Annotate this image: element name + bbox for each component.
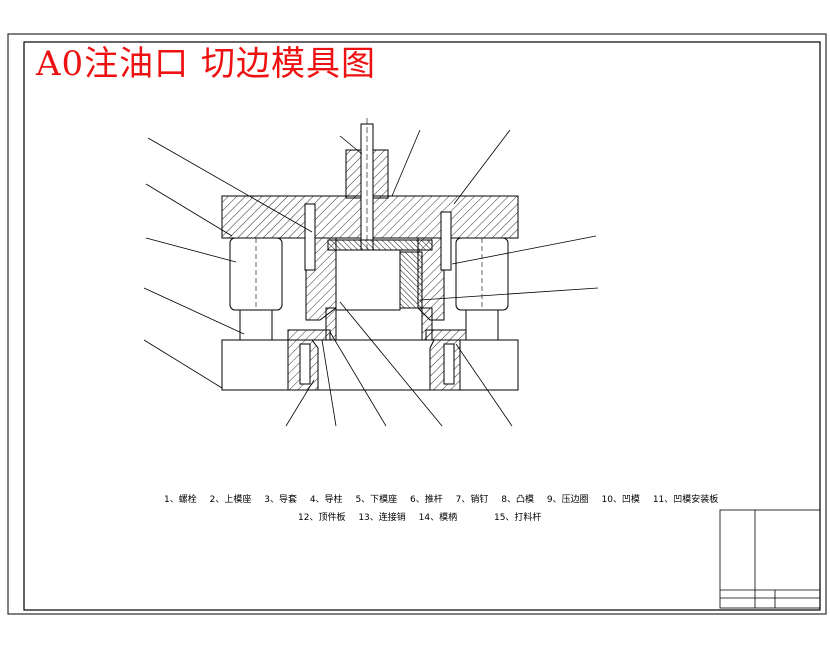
lower-die-insert xyxy=(325,307,433,341)
legend-item: 5、下模座 xyxy=(355,495,398,505)
legend-item: 13、连接销 xyxy=(358,513,406,523)
legend-item: 6、推杆 xyxy=(410,495,443,505)
legend-item: 7、销钉 xyxy=(455,495,489,505)
legend-item: 12、顶件板 xyxy=(298,513,346,523)
legend-item: 3、导套 xyxy=(264,495,297,505)
legend-row-2: 12、顶件板 13、连接销 14、模柄 15、打料杆 xyxy=(298,510,551,523)
guide-posts xyxy=(239,309,499,343)
legend-row-1: 1、螺栓 2、上模座 3、导套 4、导柱 5、下模座 6、推杆 7、销钉 8、凸… xyxy=(164,492,728,505)
legend-item: 11、凹模安装板 xyxy=(652,495,719,505)
lower-die-base xyxy=(221,329,519,391)
legend-item: 1、螺栓 xyxy=(164,495,197,505)
legend-item: 15、打料杆 xyxy=(493,513,542,523)
legend-item: 8、凸模 xyxy=(501,495,534,505)
drawing-title: A0注油口 切边模具图 xyxy=(36,44,376,84)
legend-item: 10、凹模 xyxy=(601,495,640,505)
die-shank xyxy=(345,118,389,256)
legend-item: 14、模柄 xyxy=(418,513,458,523)
inner-frame xyxy=(23,41,821,611)
legend-item: 2、上模座 xyxy=(209,495,252,505)
leader-lines xyxy=(143,129,599,427)
bolts xyxy=(299,203,455,385)
legend-item: 4、导柱 xyxy=(309,495,343,505)
legend-item: 9、压边圈 xyxy=(546,495,589,505)
title-block xyxy=(719,509,821,609)
punch xyxy=(335,249,423,311)
outer-frame xyxy=(7,33,827,615)
